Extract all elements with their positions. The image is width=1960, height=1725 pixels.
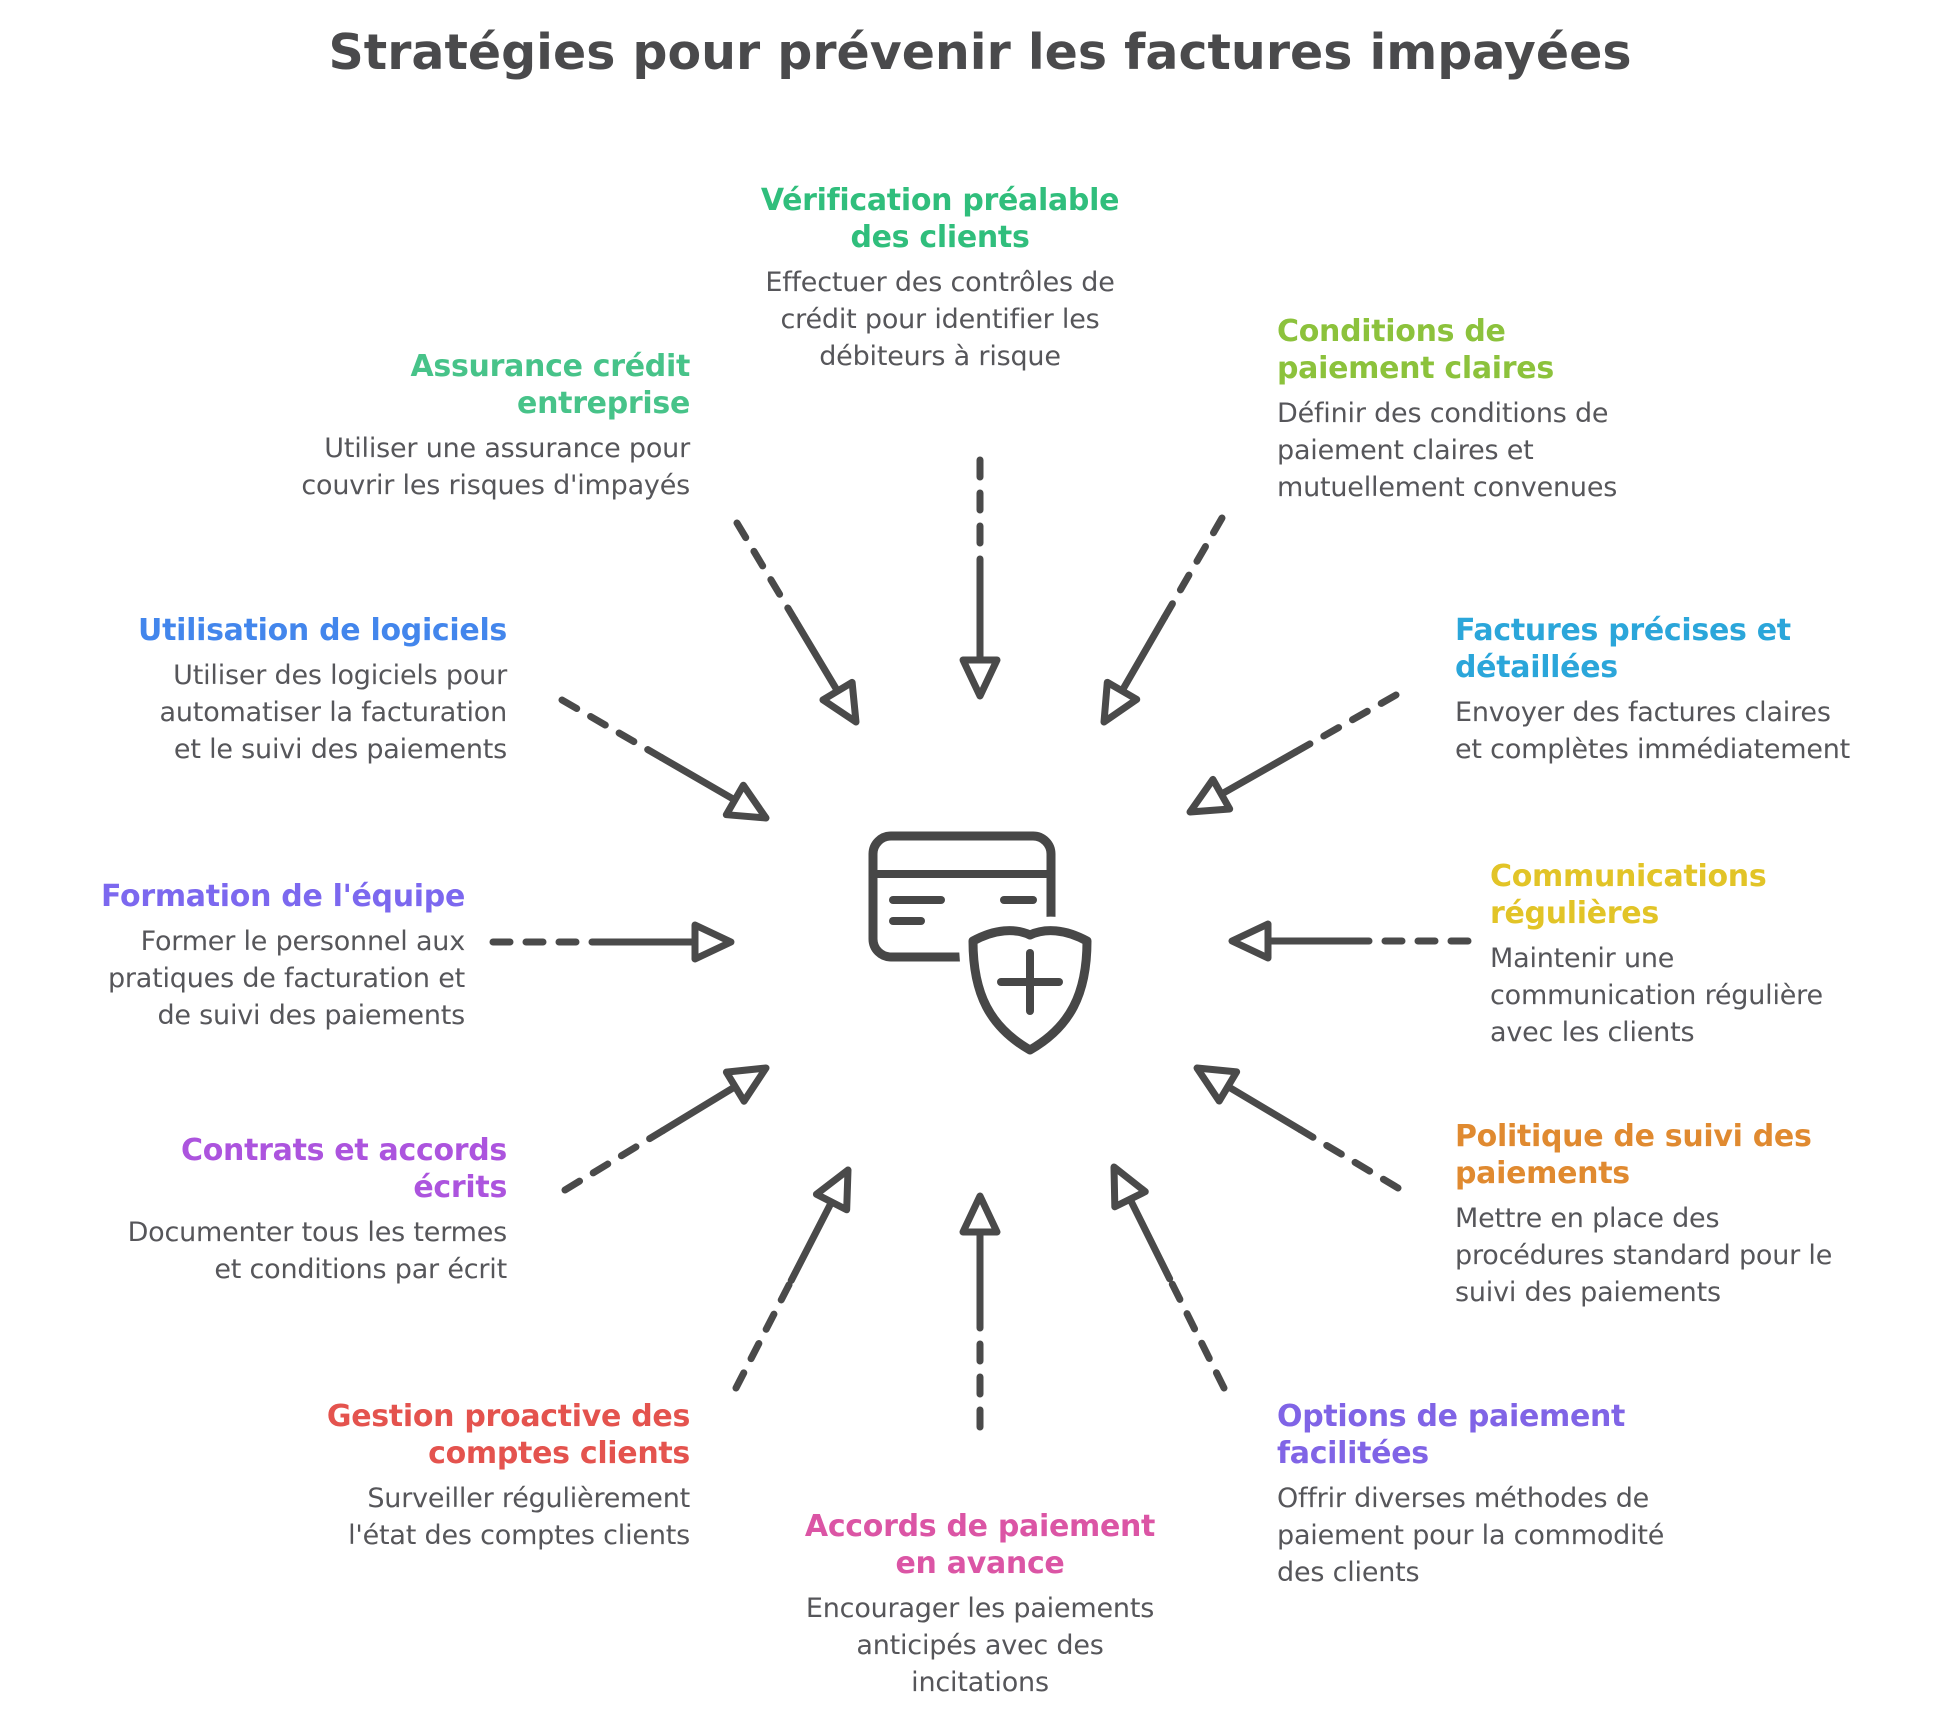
dashed-arrow (959, 456, 1001, 700)
dashed-arrow (959, 1192, 1001, 1431)
dashed-arrow (1186, 691, 1400, 816)
dashed-arrow (733, 519, 860, 726)
strategy-gestion: Gestion proactive des comptes clients Su… (210, 1398, 690, 1555)
strategy-description: Utiliser des logiciels pour automatiser … (159, 660, 508, 765)
dashed-arrow (558, 696, 770, 822)
strategy-heading: Accords de paiement en avance (804, 1509, 1156, 1582)
strategy-description: Surveiller régulièrement l'état des comp… (348, 1483, 690, 1552)
page-title: Stratégies pour prévenir les factures im… (328, 24, 1632, 81)
strategy-assurance: Assurance crédit entreprise Utiliser une… (170, 348, 690, 505)
strategy-description: Documenter tous les termes et conditions… (127, 1217, 508, 1286)
strategy-heading: Politique de suivi des paiements (1455, 1119, 1812, 1192)
strategy-heading: Vérification préalable des clients (760, 183, 1120, 256)
strategy-verification: Vérification préalable des clients Effec… (690, 182, 1190, 376)
strategy-heading: Utilisation de logiciels (138, 613, 507, 648)
strategy-communications: Communications régulières Maintenir une … (1490, 858, 1920, 1052)
dashed-arrow (1110, 1163, 1228, 1392)
strategy-description: Offrir diverses méthodes de paiement pou… (1277, 1483, 1665, 1588)
strategy-description: Envoyer des factures claires et complète… (1455, 697, 1851, 766)
dashed-arrow (489, 921, 735, 963)
strategy-description: Mettre en place des procédures standard … (1455, 1203, 1833, 1308)
dashed-arrow (1100, 514, 1226, 726)
strategy-heading: Options de paiement facilitées (1277, 1399, 1626, 1472)
strategy-description: Utiliser une assurance pour couvrir les … (301, 433, 690, 502)
dashed-arrow (732, 1166, 852, 1392)
strategy-formation: Formation de l'équipe Former le personne… (25, 878, 465, 1034)
strategy-accords: Accords de paiement en avance Encourager… (730, 1508, 1230, 1702)
strategy-factures: Factures précises et détaillées Envoyer … (1455, 612, 1925, 769)
strategy-conditions: Conditions de paiement claires Définir d… (1277, 313, 1707, 507)
strategy-description: Définir des conditions de paiement clair… (1277, 398, 1618, 503)
credit-card-shield-icon (868, 831, 1101, 1064)
strategy-description: Former le personnel aux pratiques de fac… (107, 926, 465, 1031)
dashed-arrow (1228, 920, 1472, 962)
strategy-heading: Assurance crédit entreprise (410, 349, 691, 422)
strategy-heading: Formation de l'équipe (101, 879, 465, 914)
strategy-heading: Contrats et accords écrits (181, 1133, 507, 1206)
strategy-heading: Gestion proactive des comptes clients (326, 1399, 690, 1472)
strategy-heading: Conditions de paiement claires (1277, 314, 1554, 387)
strategy-heading: Factures précises et détaillées (1455, 613, 1791, 686)
strategy-options: Options de paiement facilitées Offrir di… (1277, 1398, 1737, 1592)
strategy-description: Effectuer des contrôles de crédit pour i… (765, 267, 1115, 372)
dashed-arrow (1193, 1064, 1402, 1192)
strategy-contrats: Contrats et accords écrits Documenter to… (77, 1132, 508, 1289)
dashed-arrow (561, 1064, 770, 1194)
strategy-politique: Politique de suivi des paiements Mettre … (1455, 1118, 1935, 1312)
strategy-utilisation: Utilisation de logiciels Utiliser des lo… (27, 612, 507, 768)
strategy-description: Maintenir une communication régulière av… (1490, 943, 1823, 1048)
strategy-heading: Communications régulières (1490, 859, 1767, 932)
strategy-description: Encourager les paiements anticipés avec … (805, 1593, 1155, 1698)
